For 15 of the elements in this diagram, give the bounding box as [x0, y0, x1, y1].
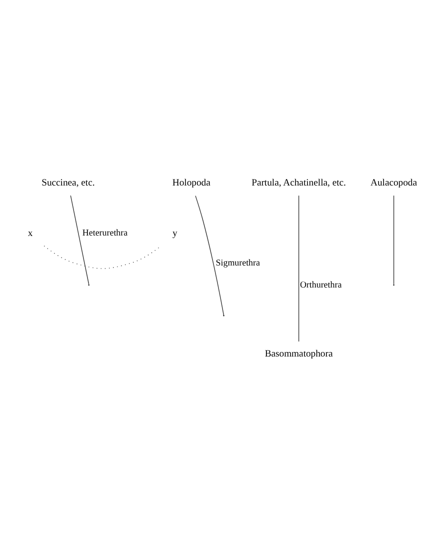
node-text: y [172, 228, 178, 239]
node-text: Partula, Achatinella, etc. [252, 178, 346, 189]
connector [44, 246, 162, 269]
edge-label: Sigmurethra [216, 257, 260, 268]
node-text: Basommatophora [264, 348, 333, 360]
connector [70, 195, 90, 285]
edge-label: Orthurethra [300, 279, 342, 290]
node-text: x [28, 228, 33, 239]
node-text: Aulacopoda [370, 178, 418, 189]
connector [393, 195, 394, 285]
node-text: Succinea, etc. [42, 178, 95, 189]
connector [298, 195, 300, 342]
edge-label: Heterurethra [82, 228, 128, 238]
node-text: Holopoda [172, 178, 210, 189]
connector [195, 195, 224, 316]
